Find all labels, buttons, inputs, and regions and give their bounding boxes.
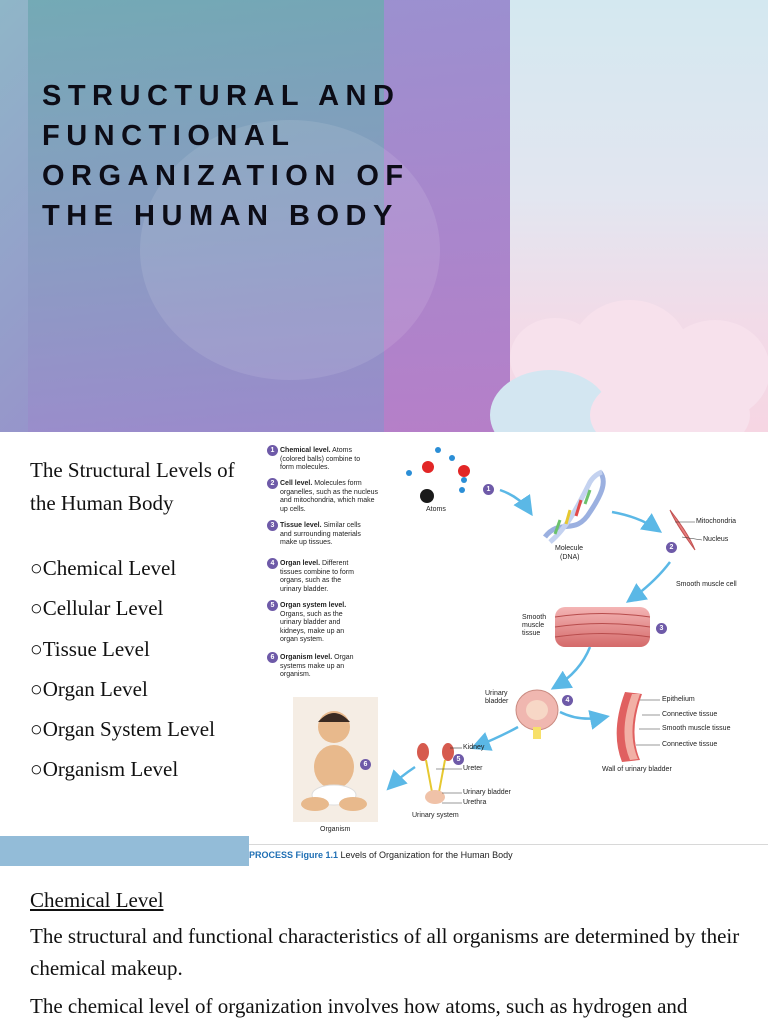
step-description: Tissue level. Similar cells and surround…	[280, 522, 361, 546]
figure-illustration	[293, 447, 703, 822]
bladder-wall-illustration	[616, 692, 642, 762]
list-item: ○Organism Level	[30, 757, 179, 782]
accent-bar	[0, 836, 249, 866]
figure-caption: PROCESS Figure 1.1 Levels of Organizatio…	[249, 850, 513, 860]
urinary-bladder-label: Urinary	[485, 690, 508, 697]
step-number: 2	[267, 478, 278, 489]
step-description: Organ system level. Organs, such as the …	[280, 602, 347, 643]
teal-panel	[28, 0, 384, 432]
diagram-step-marker: 2	[666, 542, 677, 553]
urinary-bladder-illustration	[515, 689, 559, 739]
list-item: ○Chemical Level	[30, 556, 177, 580]
step-description: Chemical level. Atoms (colored balls) co…	[280, 447, 361, 471]
step-description: Organ level. Different tissues combine t…	[280, 560, 354, 593]
step-number: 4	[267, 558, 278, 569]
chemical-level-section: Chemical Level The structural and functi…	[30, 884, 740, 1024]
smooth-muscle-cell-label: Smooth muscle cell	[676, 581, 737, 588]
diagram-step-marker: 3	[656, 623, 667, 634]
title-slide: STRUCTURAL AND FUNCTIONAL ORGANIZATION O…	[0, 0, 768, 432]
diagram-step-marker: 4	[562, 695, 573, 706]
step-description: Cell level. Molecules form organelles, s…	[280, 480, 379, 513]
step-description: Organism level. Organ systems make up an…	[280, 654, 354, 678]
atoms-label: Atoms	[426, 506, 446, 513]
decorative-circle	[140, 120, 440, 380]
step-number: 5	[267, 600, 278, 611]
diagram-step-marker: 6	[360, 759, 371, 770]
list-item: ○Organ System Level	[30, 717, 215, 742]
kidney-label: Kidney	[463, 744, 485, 751]
paragraph: The structural and functional characteri…	[30, 924, 740, 980]
ureter-label: Ureter	[463, 765, 483, 772]
levels-of-organization-figure: 1 Chemical level. Atoms (colored balls) …	[250, 442, 768, 842]
levels-list: ○Chemical Level ○Cellular Level ○Tissue …	[30, 552, 215, 794]
smooth-muscle-tissue-label: Smooth	[522, 614, 547, 621]
dna-illustration	[543, 469, 606, 544]
list-item: ○Cellular Level	[30, 596, 164, 621]
caption-divider	[249, 844, 768, 845]
urinary-system-label: Urinary system	[412, 812, 459, 819]
structural-levels-slide: The Structural Levels of the Human Body …	[0, 432, 768, 870]
list-item: ○Tissue Level	[30, 636, 150, 661]
mitochondria-label: Mitochondria	[696, 518, 737, 525]
smooth-muscle-tissue-label: Smooth muscle tissue	[662, 725, 731, 732]
organism-label: Organism	[320, 826, 351, 833]
process-arrows	[386, 488, 671, 791]
urinary-bladder-label: Urinary bladder	[463, 789, 511, 796]
diagram-step-marker: 5	[453, 754, 464, 765]
violet-panel	[384, 0, 510, 432]
step-number: 1	[267, 445, 278, 456]
muscle-cell-illustration	[669, 509, 696, 551]
leader-lines	[436, 521, 703, 804]
step-number: 3	[267, 520, 278, 531]
urethra-label: Urethra	[463, 799, 487, 806]
muscle-tissue-illustration	[554, 607, 651, 647]
slide-heading: The Structural Levels of the Human Body	[30, 458, 235, 515]
list-item: ○Organ Level	[30, 676, 148, 701]
smooth-muscle-tissue-label: muscle	[522, 622, 545, 629]
molecule-label: Molecule	[555, 545, 584, 552]
atoms-illustration	[406, 447, 470, 503]
nucleus-label: Nucleus	[703, 536, 729, 543]
epithelium-label: Epithelium	[662, 696, 695, 703]
connective-tissue-label: Connective tissue	[662, 711, 718, 718]
urinary-bladder-label: bladder	[485, 698, 509, 705]
diagram-step-marker: 1	[483, 484, 494, 495]
smooth-muscle-tissue-label: tissue	[522, 630, 541, 637]
section-heading: Chemical Level	[30, 888, 164, 912]
urinary-system-illustration	[417, 743, 454, 804]
bladder-wall-label: Wall of urinary bladder	[602, 766, 672, 773]
cloud-background	[490, 0, 768, 432]
paragraph: The chemical level of organization invol…	[30, 994, 688, 1018]
connective-tissue-label: Connective tissue	[662, 741, 718, 748]
step-number: 6	[267, 652, 278, 663]
dna-label: (DNA)	[560, 554, 580, 561]
slide-title: STRUCTURAL AND FUNCTIONAL ORGANIZATION O…	[42, 80, 410, 232]
